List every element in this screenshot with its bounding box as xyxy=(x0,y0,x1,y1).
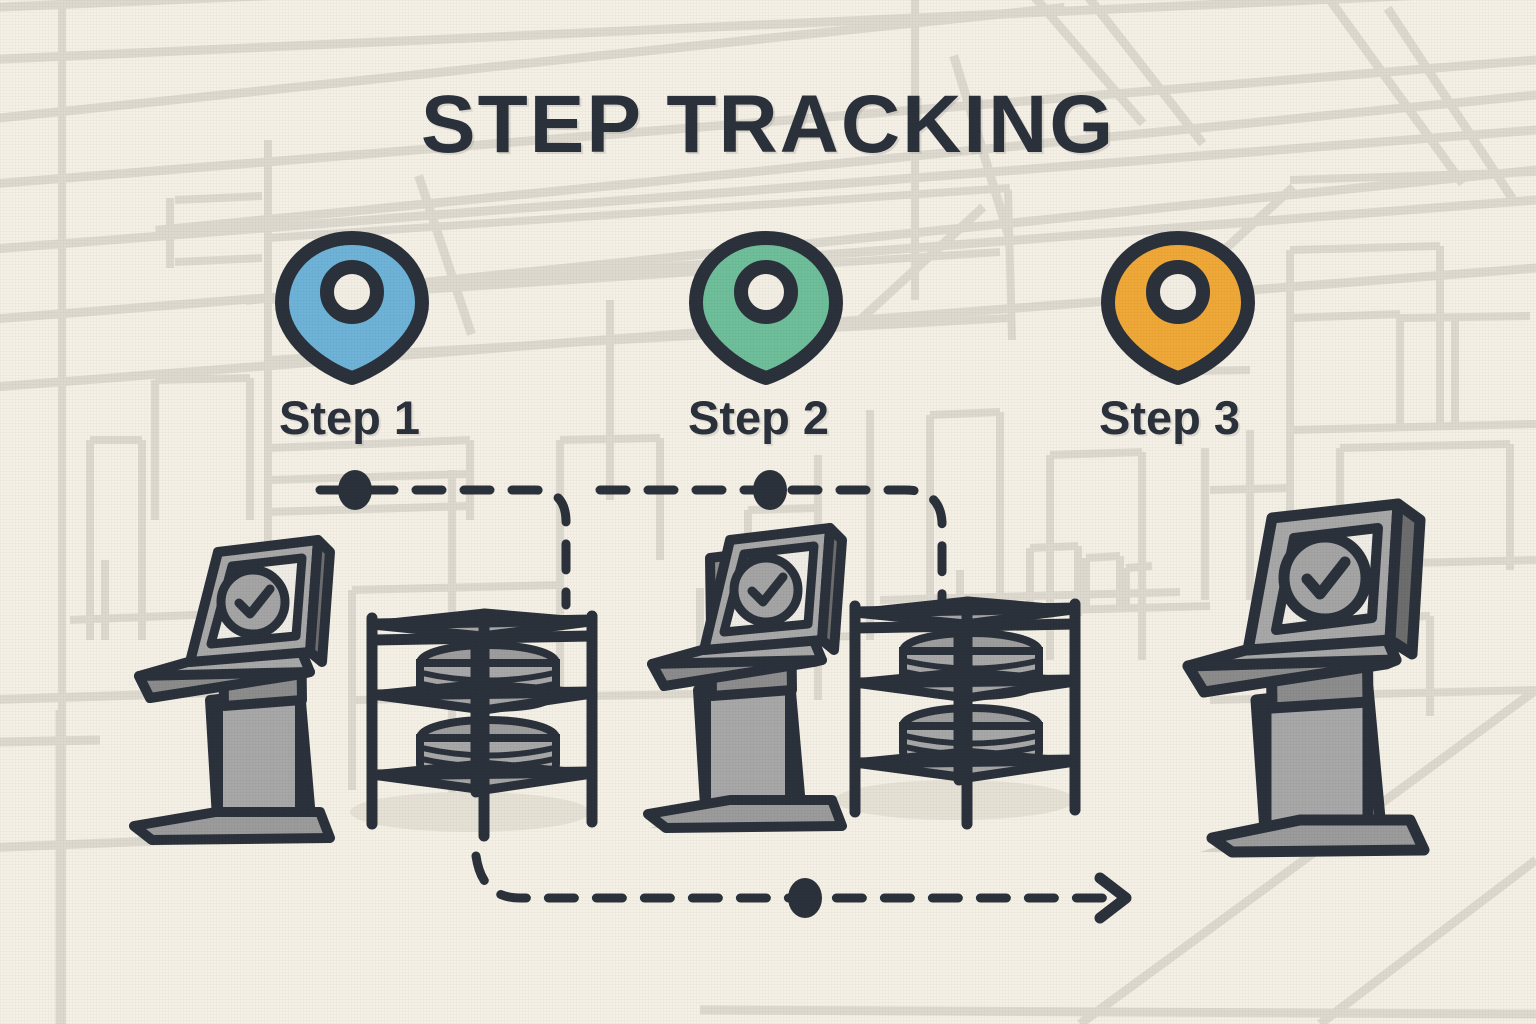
map-pin-step-3[interactable] xyxy=(1101,231,1255,385)
kiosk-1-tray-front xyxy=(134,667,315,703)
check-circle-icon xyxy=(216,565,290,639)
kiosk-2-base-plate xyxy=(643,795,847,833)
kiosk-3-tray-front xyxy=(1182,654,1402,698)
ceiling-beams xyxy=(0,0,1536,391)
kiosk-station-1[interactable] xyxy=(129,535,335,845)
path-dash-segment-2 xyxy=(595,485,947,605)
check-circle-icon xyxy=(729,553,803,627)
shelf-rack-2[interactable] xyxy=(849,596,1081,830)
map-pin-step-2[interactable] xyxy=(689,231,843,385)
floor-shadows xyxy=(350,780,1075,832)
kiosk-1-screen-side xyxy=(305,535,335,667)
node-step1[interactable] xyxy=(338,470,372,510)
shelf-2-shadow xyxy=(835,780,1075,820)
tracking-path-bottom[interactable] xyxy=(471,851,1132,924)
shelf-1-legs xyxy=(366,610,598,836)
kiosk-3-base-plate xyxy=(1206,814,1430,858)
floor-lines xyxy=(0,685,1536,1024)
map-pin-step-1[interactable] xyxy=(275,231,429,385)
node-step2[interactable] xyxy=(753,470,787,510)
check-circle-icon xyxy=(1278,531,1372,625)
kiosk-2-tray-front xyxy=(647,655,827,691)
path-dash-segment-1 xyxy=(315,485,571,610)
map-pin-hole xyxy=(1146,260,1210,324)
arrow-right-icon xyxy=(1094,872,1132,924)
path-dash-segment-3 xyxy=(471,851,1115,903)
kiosk-2-screen-side xyxy=(817,523,847,655)
kiosk-station-2[interactable] xyxy=(643,523,847,833)
kiosk-1-base-plate xyxy=(129,807,335,845)
kiosk-station-3[interactable] xyxy=(1182,498,1430,858)
tracking-path-top[interactable] xyxy=(315,470,947,610)
shelf-1-shadow xyxy=(350,792,590,832)
node-return[interactable] xyxy=(788,878,822,918)
shelf-2-legs xyxy=(849,598,1081,824)
kiosk-3-screen-side xyxy=(1384,498,1426,660)
map-pin-hole xyxy=(734,260,798,324)
map-pin-hole xyxy=(320,260,384,324)
shelf-rack-1[interactable] xyxy=(366,608,598,842)
